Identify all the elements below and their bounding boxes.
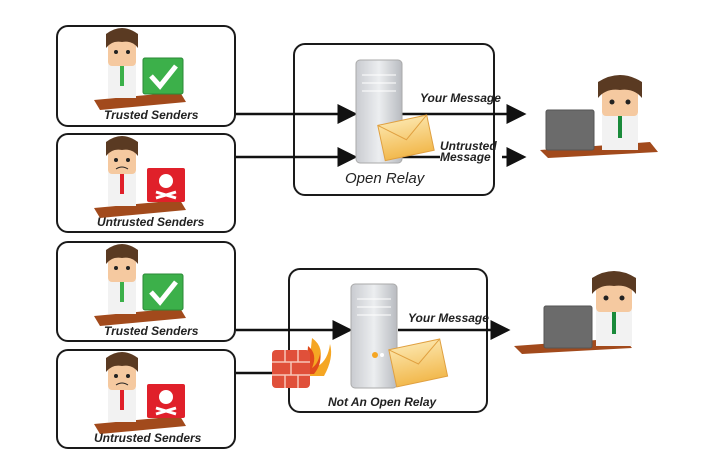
untrusted-senders-box-bottom [56,349,236,449]
your-message-label-top: Your Message [420,91,501,105]
trusted-sender-person-bottom [94,244,186,326]
untrusted-senders-label-top: Untrusted Senders [97,215,205,229]
trusted-sender-person-top [94,28,186,110]
untrusted-sender-person-top [94,136,186,218]
server-icon-bottom [350,283,398,389]
arrows-bottom [236,320,511,375]
untrusted-sender-person-bottom [94,352,186,434]
recipient-person-bottom [514,271,636,354]
firewall-icon [272,338,332,388]
open-relay-label: Open Relay [345,170,425,187]
your-message-label-bottom: Your Message [408,311,489,325]
untrusted-message-label-line2: Message [440,150,491,164]
untrusted-senders-label-bottom: Untrusted Senders [94,431,202,445]
arrows-top [236,104,527,167]
envelope-icon-top [377,114,435,162]
untrusted-message-label-line1: Untrusted [440,139,497,153]
trusted-senders-label-bottom: Trusted Senders [104,324,199,338]
trusted-senders-label-top: Trusted Senders [104,108,199,122]
untrusted-senders-box-top [56,133,236,233]
recipient-person-top [540,75,658,158]
not-open-relay-label: Not An Open Relay [328,395,437,409]
envelope-icon-bottom [388,338,449,388]
